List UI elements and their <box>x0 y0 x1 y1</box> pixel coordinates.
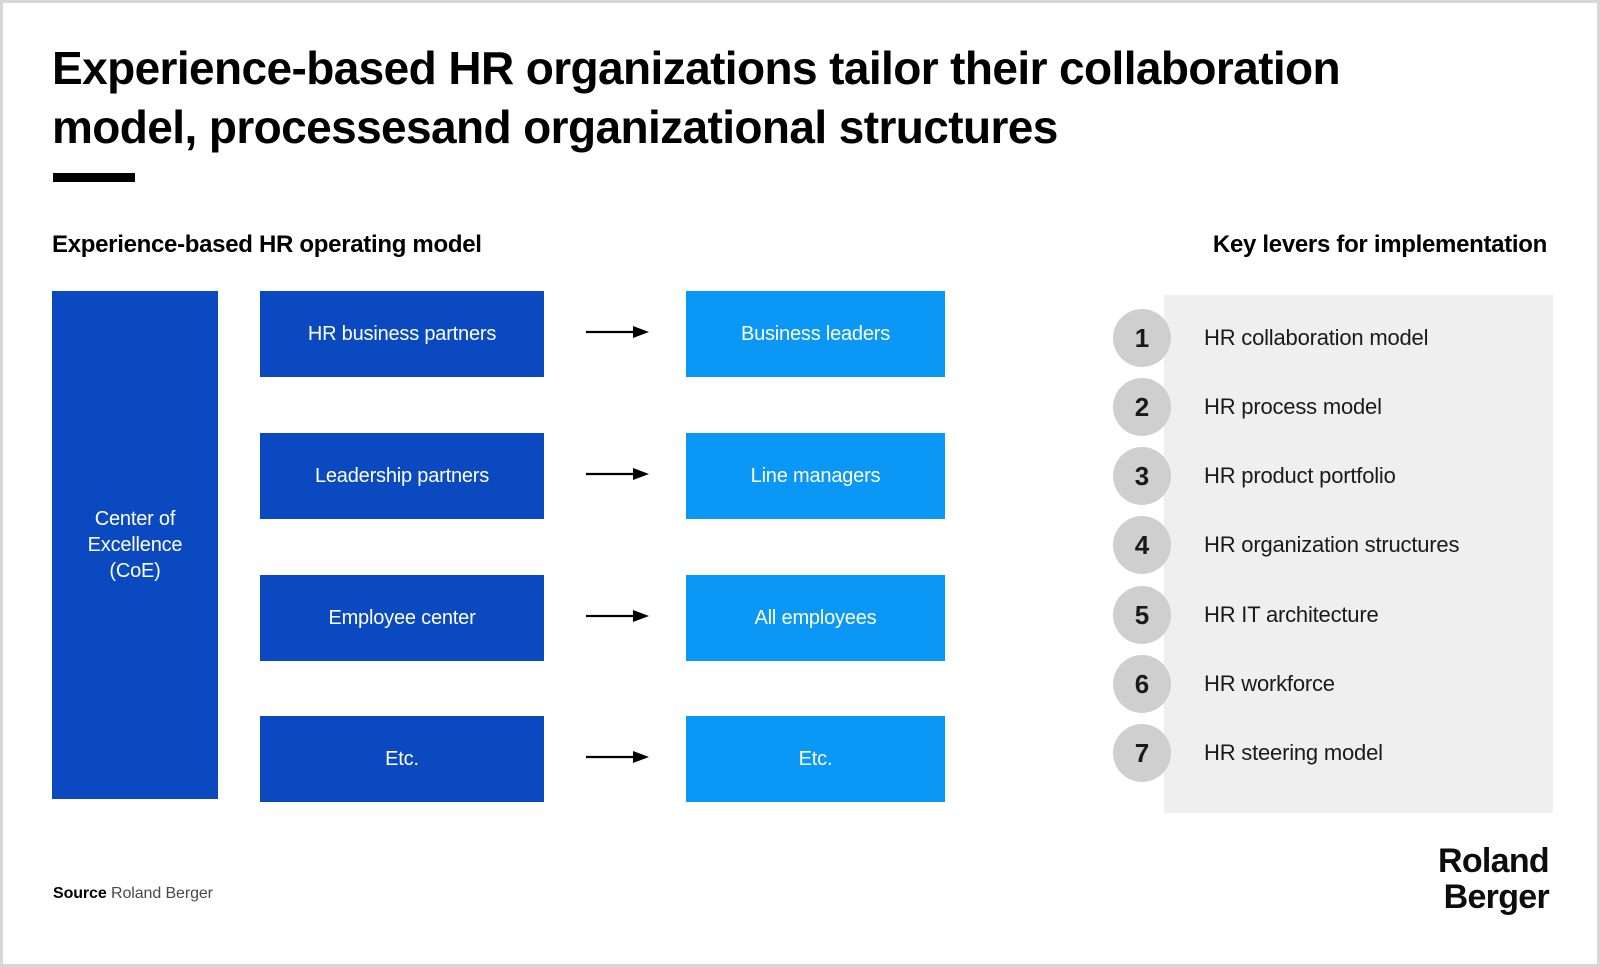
center-of-excellence-label: Center of Excellence (CoE) <box>87 508 183 582</box>
arrow-right-icon <box>586 467 650 481</box>
lever-item-3[interactable]: 3 HR product portfolio <box>1113 447 1553 505</box>
lever-label: HR workforce <box>1204 671 1335 696</box>
key-levers-panel <box>1164 295 1553 813</box>
audience-box-etc[interactable]: Etc. <box>686 716 945 802</box>
lever-number-badge: 2 <box>1113 378 1171 436</box>
lever-number-badge: 6 <box>1113 655 1171 713</box>
lever-item-2[interactable]: 2 HR process model <box>1113 378 1553 436</box>
lever-item-1[interactable]: 1 HR collaboration model <box>1113 309 1553 367</box>
audience-box-all-employees[interactable]: All employees <box>686 575 945 661</box>
left-section-heading: Experience-based HR operating model <box>52 231 482 258</box>
audience-box-label: Line managers <box>750 464 881 487</box>
lever-number-badge: 4 <box>1113 516 1171 574</box>
lever-number-badge: 3 <box>1113 447 1171 505</box>
function-box-label: HR business partners <box>307 322 497 345</box>
audience-box-label: Etc. <box>798 747 833 770</box>
right-section-heading: Key levers for implementation <box>1212 231 1547 258</box>
lever-label: HR process model <box>1204 394 1382 419</box>
lever-label: HR steering model <box>1204 740 1383 765</box>
lever-label: HR organization structures <box>1204 532 1460 557</box>
function-box-etc[interactable]: Etc. <box>260 716 544 802</box>
lever-item-7[interactable]: 7 HR steering model <box>1113 724 1553 782</box>
function-box-hr-business-partners[interactable]: HR business partners <box>260 291 544 377</box>
lever-item-4[interactable]: 4 HR organization structures <box>1113 516 1553 574</box>
lever-item-5[interactable]: 5 HR IT architecture <box>1113 586 1553 644</box>
lever-number-badge: 1 <box>1113 309 1171 367</box>
audience-box-business-leaders[interactable]: Business leaders <box>686 291 945 377</box>
arrow-right-icon <box>586 750 650 764</box>
roland-berger-logo: Roland Berger <box>1437 842 1550 916</box>
lever-label: HR IT architecture <box>1204 602 1379 627</box>
lever-label: HR product portfolio <box>1204 463 1396 488</box>
function-box-label: Etc. <box>385 747 419 770</box>
function-box-label: Leadership partners <box>314 464 490 487</box>
center-of-excellence-column[interactable]: Center of Excellence (CoE) <box>52 291 218 799</box>
source-value: Roland Berger <box>111 885 213 902</box>
lever-number-badge: 7 <box>1113 724 1171 782</box>
audience-box-line-managers[interactable]: Line managers <box>686 433 945 519</box>
function-box-leadership-partners[interactable]: Leadership partners <box>260 433 544 519</box>
lever-number-badge: 5 <box>1113 586 1171 644</box>
arrow-right-icon <box>586 609 650 623</box>
lever-item-6[interactable]: 6 HR workforce <box>1113 655 1553 713</box>
audience-box-label: All employees <box>754 606 877 629</box>
arrow-right-icon <box>586 325 650 339</box>
source-label: Source <box>53 885 107 902</box>
lever-label: HR collaboration model <box>1204 325 1429 350</box>
audience-box-label: Business leaders <box>740 322 891 345</box>
function-box-employee-center[interactable]: Employee center <box>260 575 544 661</box>
source-note: Source Roland Berger <box>53 885 213 903</box>
page-title: Experience-based HR organizations tailor… <box>52 42 1341 153</box>
title-accent-bar <box>53 173 135 182</box>
function-box-label: Employee center <box>328 606 476 629</box>
